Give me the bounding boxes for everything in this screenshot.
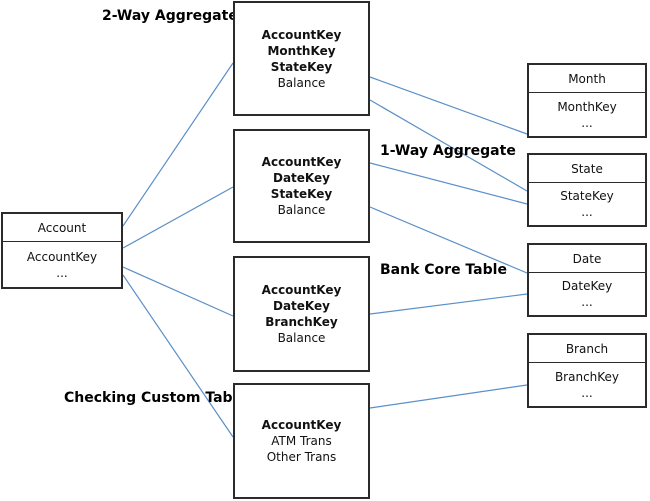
account-dimension[interactable]: Account AccountKey ... — [1, 212, 123, 289]
date-dimension[interactable]: Date DateKey ... — [527, 243, 647, 317]
checking-custom-table-label: Checking Custom Table — [64, 390, 247, 406]
table-field: AccountKey — [261, 155, 342, 169]
dimension-key: AccountKey — [26, 249, 98, 264]
one-way-to-date-connector — [369, 206, 528, 274]
state-dimension[interactable]: State StateKey ... — [527, 153, 647, 227]
month-dimension[interactable]: Month MonthKey ... — [527, 63, 647, 138]
dimension-more: ... — [581, 205, 593, 219]
dimension-more: ... — [581, 385, 593, 400]
table-field: Balance — [277, 75, 326, 90]
table-field: Other Trans — [266, 450, 337, 464]
dimension-more: ... — [581, 115, 593, 130]
two-way-to-month-connector — [369, 76, 528, 135]
bank-core-to-date-connector — [369, 293, 528, 315]
two-way-to-state-connector — [369, 99, 528, 192]
table-field: AccountKey — [261, 283, 342, 297]
table-field: DateKey — [273, 171, 330, 185]
dimension-more: ... — [56, 265, 68, 280]
dimension-title: Account — [3, 214, 121, 242]
one-way-aggregate-table[interactable]: AccountKey DateKey StateKey Balance — [233, 129, 370, 243]
table-field: StateKey — [270, 59, 333, 74]
checking-custom-table[interactable]: AccountKey ATM Trans Other Trans — [233, 383, 370, 499]
two-way-aggregate-table[interactable]: AccountKey MonthKey StateKey Balance — [233, 1, 370, 116]
dimension-title: Branch — [529, 335, 645, 363]
one-way-aggregate-label: 1-Way Aggregate — [380, 143, 516, 159]
dimension-title: Date — [529, 245, 645, 273]
dimension-title: Month — [529, 65, 645, 93]
account-to-bank-core-connector — [122, 266, 234, 317]
dimension-key: StateKey — [560, 189, 614, 203]
table-field: StateKey — [270, 187, 333, 201]
table-field: MonthKey — [267, 43, 336, 58]
dimension-key: MonthKey — [557, 99, 617, 114]
dimension-more: ... — [581, 295, 593, 309]
table-field: DateKey — [273, 299, 330, 313]
dimension-title: State — [529, 155, 645, 183]
table-field: AccountKey — [261, 418, 342, 432]
checking-to-branch-connector — [369, 384, 528, 409]
branch-dimension[interactable]: Branch BranchKey ... — [527, 333, 647, 408]
dimension-key: DateKey — [561, 279, 613, 293]
one-way-to-state-connector — [369, 162, 528, 205]
bank-core-table[interactable]: AccountKey DateKey BranchKey Balance — [233, 256, 370, 372]
table-field: BranchKey — [265, 315, 338, 329]
account-to-checking-connector — [122, 274, 234, 438]
table-field: AccountKey — [261, 27, 342, 42]
bank-core-table-label: Bank Core Table — [380, 262, 507, 278]
table-field: Balance — [277, 331, 326, 345]
table-field: ATM Trans — [271, 434, 332, 448]
account-to-one-way-connector — [122, 186, 234, 249]
table-field: Balance — [277, 203, 326, 217]
dimension-key: BranchKey — [554, 369, 620, 384]
account-to-two-way-connector — [122, 62, 234, 227]
two-way-aggregate-label: 2-Way Aggregate — [102, 8, 238, 24]
